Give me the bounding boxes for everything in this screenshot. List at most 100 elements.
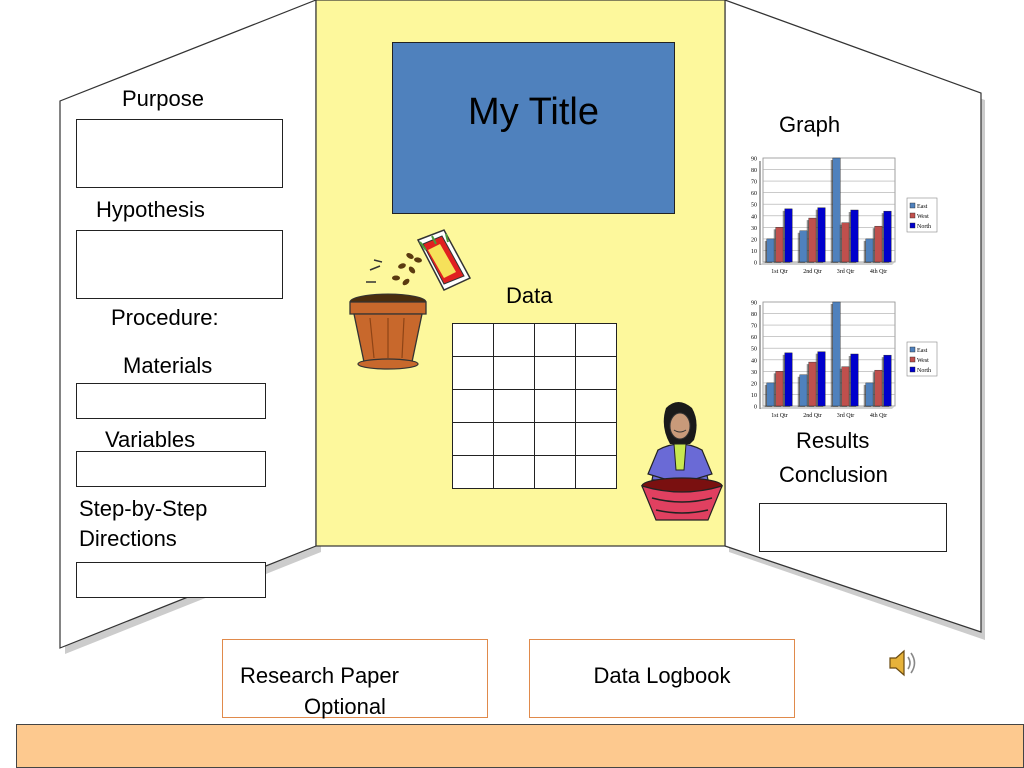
bar-north bbox=[817, 207, 826, 263]
x-tick-label: 3rd Qtr bbox=[837, 269, 855, 275]
seed-packet-icon bbox=[416, 229, 472, 291]
bar-north bbox=[883, 354, 892, 407]
x-tick-label: 1st Qtr bbox=[771, 413, 788, 419]
x-tick-label: 2nd Qtr bbox=[803, 269, 822, 275]
y-tick-label: 20 bbox=[751, 237, 757, 243]
speaker-icon[interactable] bbox=[886, 646, 920, 680]
table-cell[interactable] bbox=[493, 323, 535, 357]
x-tick-label: 2nd Qtr bbox=[803, 413, 822, 419]
y-tick-label: 90 bbox=[751, 301, 757, 307]
table-cell[interactable] bbox=[493, 422, 535, 456]
bar-east bbox=[766, 238, 775, 263]
bar-north bbox=[850, 209, 859, 263]
y-tick-label: 10 bbox=[751, 393, 757, 399]
bar-north bbox=[850, 353, 859, 407]
bar-north bbox=[817, 351, 826, 407]
research-paper-box[interactable]: Research Paper Optional bbox=[222, 639, 488, 719]
y-tick-label: 80 bbox=[751, 312, 757, 318]
legend-swatch bbox=[909, 346, 916, 353]
bar-west bbox=[841, 366, 850, 407]
table-cell[interactable] bbox=[575, 323, 617, 357]
materials-label: Materials bbox=[123, 353, 213, 378]
table-cell[interactable] bbox=[534, 323, 576, 357]
x-tick-label: 4th Qtr bbox=[870, 413, 887, 419]
table-row bbox=[452, 323, 617, 357]
y-tick-label: 50 bbox=[751, 203, 757, 209]
legend-label: East bbox=[917, 204, 928, 210]
table-cell[interactable] bbox=[452, 455, 494, 489]
y-tick-label: 60 bbox=[751, 191, 757, 197]
results-box[interactable] bbox=[759, 503, 947, 552]
results-label: Results bbox=[796, 428, 870, 453]
table-row bbox=[452, 455, 617, 489]
data-table[interactable] bbox=[452, 323, 617, 489]
legend-swatch bbox=[909, 212, 916, 219]
variables-box[interactable] bbox=[76, 451, 266, 487]
bottom-bar bbox=[16, 724, 1024, 768]
bar-east bbox=[799, 374, 808, 407]
bar-east bbox=[799, 230, 808, 263]
table-cell[interactable] bbox=[493, 356, 535, 390]
legend-label: East bbox=[917, 348, 928, 354]
table-row bbox=[452, 389, 617, 423]
y-tick-label: 60 bbox=[751, 335, 757, 341]
research-paper-optional: Optional bbox=[304, 694, 386, 719]
bar-west bbox=[775, 227, 784, 263]
steps-box[interactable] bbox=[76, 562, 266, 598]
y-tick-label: 50 bbox=[751, 347, 757, 353]
y-tick-label: 0 bbox=[754, 261, 757, 267]
bar-east bbox=[865, 238, 874, 263]
chart-floor bbox=[760, 406, 895, 409]
title-box[interactable]: My Title bbox=[392, 42, 675, 214]
bar-north bbox=[784, 208, 793, 263]
y-tick-label: 40 bbox=[751, 214, 757, 220]
y-tick-label: 30 bbox=[751, 226, 757, 232]
x-tick-label: 4th Qtr bbox=[870, 269, 887, 275]
purpose-box[interactable] bbox=[76, 119, 283, 188]
legend-swatch bbox=[909, 356, 916, 363]
seed-pot-clipart bbox=[349, 229, 472, 370]
data-logbook-box[interactable]: Data Logbook bbox=[529, 639, 795, 718]
bar-north bbox=[784, 352, 793, 407]
hypothesis-label: Hypothesis bbox=[96, 197, 205, 222]
table-cell[interactable] bbox=[575, 455, 617, 489]
bar-west bbox=[775, 371, 784, 407]
legend-swatch bbox=[909, 222, 916, 229]
procedure-label: Procedure: bbox=[111, 305, 219, 330]
chart-floor bbox=[760, 262, 895, 265]
table-cell[interactable] bbox=[534, 455, 576, 489]
materials-box[interactable] bbox=[76, 383, 266, 419]
table-cell[interactable] bbox=[534, 422, 576, 456]
hypothesis-box[interactable] bbox=[76, 230, 283, 299]
table-cell[interactable] bbox=[575, 422, 617, 456]
legend-label: West bbox=[917, 358, 929, 364]
page-title: My Title bbox=[468, 91, 599, 133]
purpose-label: Purpose bbox=[122, 86, 204, 111]
table-cell[interactable] bbox=[534, 356, 576, 390]
legend-label: North bbox=[917, 224, 931, 230]
bar-east bbox=[766, 382, 775, 407]
table-cell[interactable] bbox=[575, 389, 617, 423]
table-cell[interactable] bbox=[493, 455, 535, 489]
bar-east bbox=[865, 382, 874, 407]
table-cell[interactable] bbox=[452, 422, 494, 456]
bar-east bbox=[832, 157, 841, 263]
table-cell[interactable] bbox=[493, 389, 535, 423]
seeds-icon bbox=[366, 253, 422, 286]
table-cell[interactable] bbox=[534, 389, 576, 423]
table-cell[interactable] bbox=[575, 356, 617, 390]
steps-label-line1: Step-by-Step bbox=[79, 496, 208, 521]
bar-east bbox=[832, 301, 841, 407]
data-label: Data bbox=[506, 283, 553, 308]
bar-west bbox=[874, 369, 883, 407]
table-row bbox=[452, 422, 617, 456]
y-tick-label: 0 bbox=[754, 405, 757, 411]
table-cell[interactable] bbox=[452, 389, 494, 423]
y-tick-label: 70 bbox=[751, 324, 757, 330]
bar-west bbox=[841, 222, 850, 263]
y-tick-label: 80 bbox=[751, 168, 757, 174]
steps-label-line2: Directions bbox=[79, 526, 177, 551]
y-tick-label: 70 bbox=[751, 180, 757, 186]
data-logbook-label: Data Logbook bbox=[593, 663, 731, 688]
